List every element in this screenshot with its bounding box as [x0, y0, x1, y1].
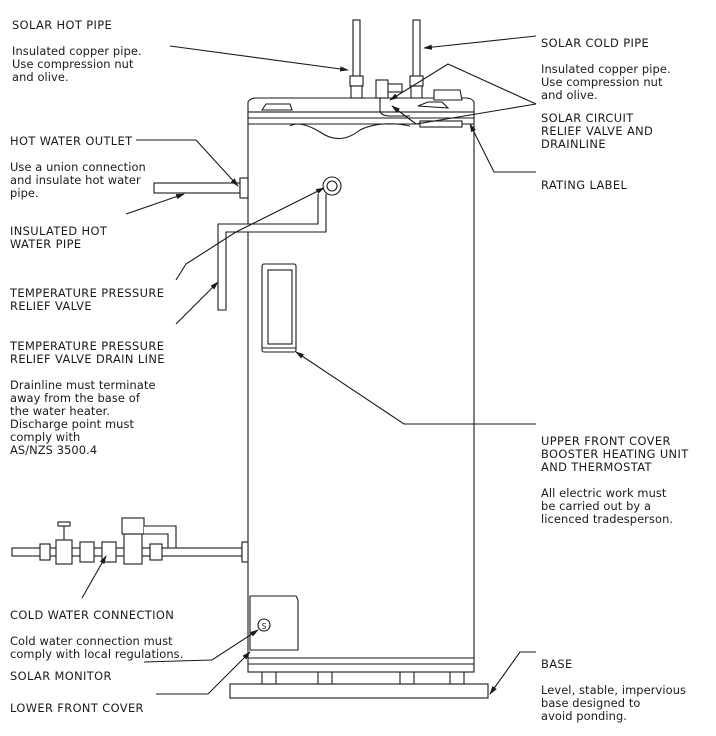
label-solar-monitor: SOLAR MONITOR	[10, 657, 112, 696]
label-tpr-drain-line-desc: Drainline must terminate away from the b…	[10, 378, 156, 457]
label-solar-circuit-relief: SOLAR CIRCUIT RELIEF VALVE AND DRAINLINE	[541, 99, 653, 164]
label-tpr-drain-line: TEMPERATURE PRESSURE RELIEF VALVE DRAIN …	[10, 327, 165, 470]
label-hot-water-outlet: HOT WATER OUTLET Use a union connection …	[10, 122, 146, 213]
rating-label-plate	[419, 120, 463, 128]
label-cold-water-connection-desc: Cold water connection must comply with l…	[10, 634, 184, 661]
label-base-title: BASE	[541, 657, 573, 671]
label-base: BASE Level, stable, impervious base desi…	[541, 645, 686, 736]
solar-hot-pipe	[349, 19, 364, 99]
solar-relief-valve	[375, 79, 410, 117]
label-solar-monitor-title: SOLAR MONITOR	[10, 669, 112, 683]
label-insulated-hot-water-pipe-title: INSULATED HOT WATER PIPE	[10, 224, 108, 251]
label-rating-label: RATING LABEL	[541, 166, 627, 205]
label-solar-hot-pipe: SOLAR HOT PIPE Insulated copper pipe. Us…	[12, 6, 142, 97]
label-tpr-valve: TEMPERATURE PRESSURE RELIEF VALVE	[10, 274, 164, 326]
label-lower-front-cover-title: LOWER FRONT COVER	[10, 701, 144, 715]
label-base-desc: Level, stable, impervious base designed …	[541, 683, 687, 723]
label-upper-front-cover: UPPER FRONT COVER BOOSTER HEATING UNIT A…	[541, 422, 689, 539]
label-upper-front-cover-title: UPPER FRONT COVER BOOSTER HEATING UNIT A…	[541, 434, 689, 474]
solar-cold-pipe	[409, 19, 424, 99]
tpr-valve	[217, 176, 342, 311]
label-hot-water-outlet-desc: Use a union connection and insulate hot …	[10, 160, 146, 200]
label-solar-hot-pipe-desc: Insulated copper pipe. Use compression n…	[12, 44, 142, 84]
label-tpr-valve-title: TEMPERATURE PRESSURE RELIEF VALVE	[10, 286, 165, 313]
label-upper-front-cover-desc: All electric work must be carried out by…	[541, 486, 674, 526]
label-solar-circuit-relief-title: SOLAR CIRCUIT RELIEF VALVE AND DRAINLINE	[541, 111, 654, 151]
lower-front-cover	[249, 595, 299, 651]
base-plinth	[229, 669, 489, 699]
tank-body	[247, 89, 475, 673]
label-hot-water-outlet-title: HOT WATER OUTLET	[10, 134, 133, 148]
upper-front-cover	[261, 263, 297, 353]
hot-water-outlet-pipe	[153, 177, 249, 199]
label-solar-hot-pipe-title: SOLAR HOT PIPE	[12, 18, 113, 32]
label-rating-label-title: RATING LABEL	[541, 178, 628, 192]
label-tpr-drain-line-title: TEMPERATURE PRESSURE RELIEF VALVE DRAIN …	[10, 339, 165, 366]
label-lower-front-cover: LOWER FRONT COVER	[10, 689, 144, 728]
solar-monitor-badge: S	[261, 622, 266, 631]
label-cold-water-connection: COLD WATER CONNECTION Cold water connect…	[10, 596, 183, 674]
label-solar-cold-pipe-desc: Insulated copper pipe. Use compression n…	[541, 62, 671, 102]
cold-water-connection	[11, 517, 249, 565]
label-cold-water-connection-title: COLD WATER CONNECTION	[10, 608, 175, 622]
label-solar-cold-pipe: SOLAR COLD PIPE Insulated copper pipe. U…	[541, 24, 671, 115]
label-insulated-hot-water-pipe: INSULATED HOT WATER PIPE	[10, 212, 107, 264]
label-solar-cold-pipe-title: SOLAR COLD PIPE	[541, 36, 650, 50]
leader-lines	[81, 35, 537, 695]
